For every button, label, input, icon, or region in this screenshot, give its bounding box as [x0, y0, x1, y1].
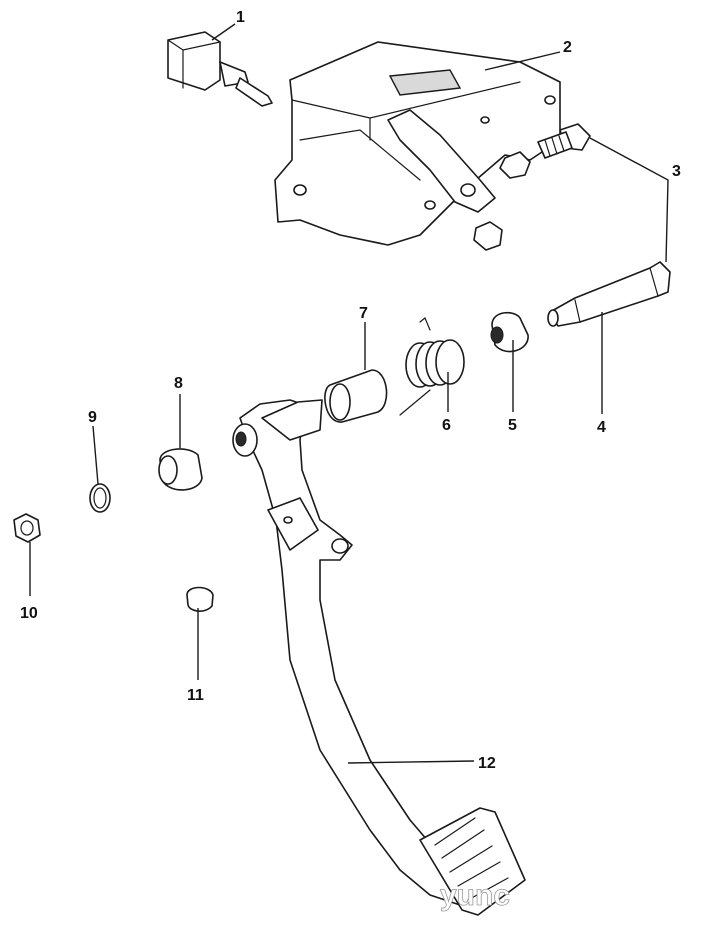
- nut-10: [13, 513, 41, 543]
- callout-8: 8: [174, 375, 183, 392]
- callout-9: 9: [88, 409, 97, 426]
- callout-11: 11: [187, 687, 204, 704]
- pivot-bolt-short: [537, 123, 591, 159]
- callout-3: 3: [672, 163, 681, 180]
- bushing-5: [490, 311, 529, 353]
- callout-12: 12: [478, 755, 496, 772]
- callout-1: 1: [236, 9, 245, 26]
- pivot-shaft: [547, 261, 671, 327]
- leader-lines: [29, 23, 669, 764]
- watermark-text: yunc: [440, 879, 510, 912]
- return-spring: [399, 317, 465, 416]
- washer: [89, 483, 111, 513]
- callout-6: 6: [442, 417, 451, 434]
- stopper: [186, 586, 214, 612]
- callout-10: 10: [20, 605, 38, 622]
- sleeve: [324, 369, 388, 423]
- pedal-switch: [167, 31, 273, 107]
- pedal-bracket: [274, 41, 561, 251]
- bushing-8: [158, 448, 203, 491]
- callout-4: 4: [597, 419, 606, 436]
- callout-labels: 1 2 3 4 5 6 7 8 9 10 11 12: [20, 9, 681, 772]
- clutch-pedal-arm: [232, 399, 526, 916]
- callout-2: 2: [563, 39, 572, 56]
- callout-7: 7: [359, 305, 368, 322]
- callout-5: 5: [508, 417, 517, 434]
